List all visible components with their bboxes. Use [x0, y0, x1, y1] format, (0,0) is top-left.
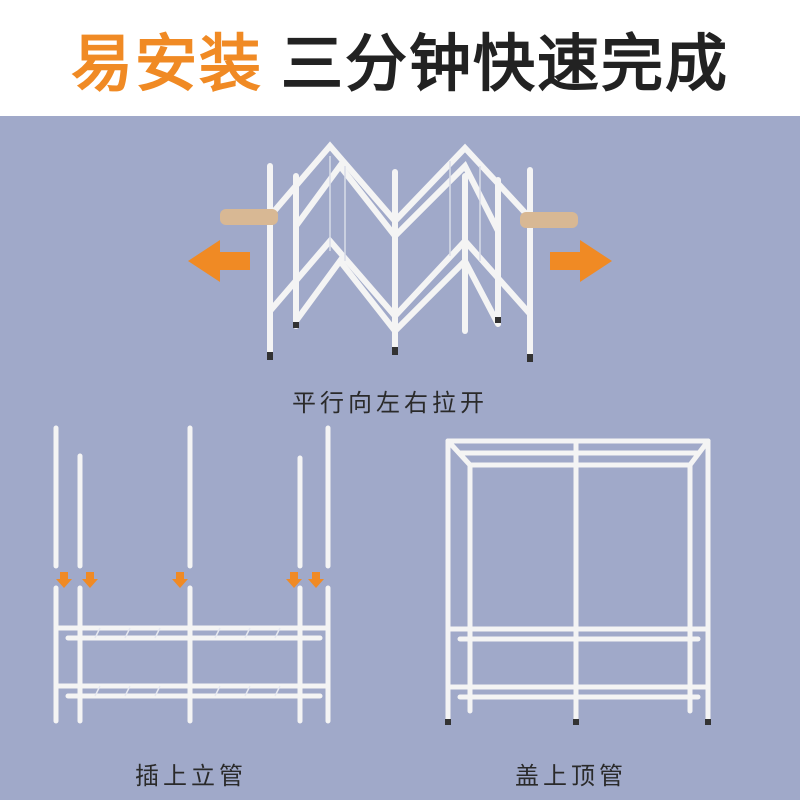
- illustration-panel: 平行向左右拉开: [0, 116, 800, 800]
- arrow-left-icon: [188, 240, 250, 282]
- step1-folded-frame-illustration: [188, 141, 612, 362]
- step3-top-frame-illustration: [445, 438, 711, 725]
- hand-icon: [220, 209, 578, 228]
- step2-caption: 插上立管: [135, 762, 247, 790]
- headline: 易安装三分钟快速完成: [71, 13, 729, 103]
- header-banner: 易安装三分钟快速完成: [0, 0, 800, 116]
- arrow-right-icon: [550, 240, 612, 282]
- step3-caption: 盖上顶管: [515, 762, 627, 790]
- headline-main: 三分钟快速完成: [281, 27, 730, 100]
- step2-insert-poles-illustration: [53, 425, 331, 724]
- arrow-down-icon: [56, 572, 324, 588]
- step1-caption: 平行向左右拉开: [292, 389, 488, 417]
- headline-accent: 易安装: [70, 27, 263, 100]
